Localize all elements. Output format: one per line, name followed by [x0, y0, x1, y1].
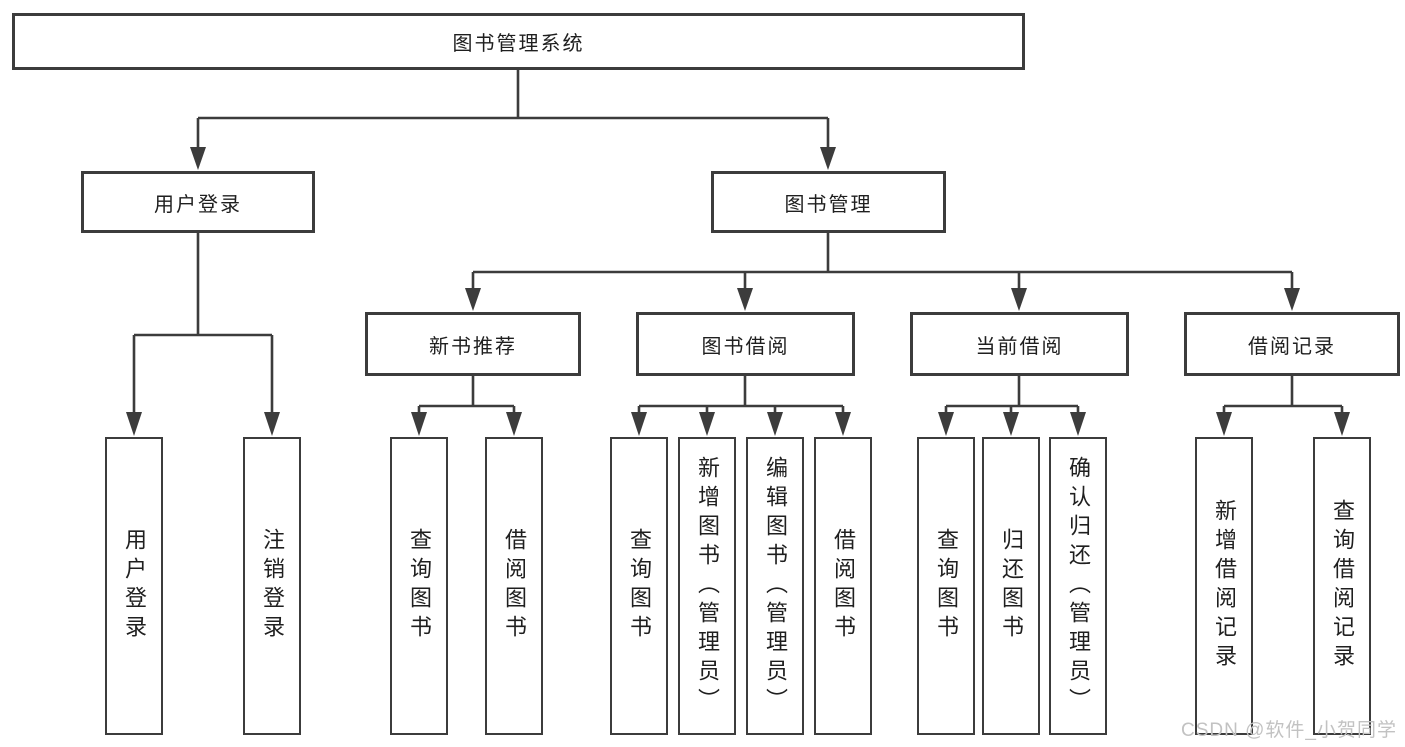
- node-book-borrowing: 图书借阅: [636, 312, 855, 376]
- node-label: 借阅记录: [1248, 335, 1336, 358]
- csdn-watermark: CSDN @软件_小贺同学: [1181, 720, 1397, 741]
- node-label: 图书借阅: [701, 335, 790, 358]
- leaf-label: 新增图书（管理员）: [695, 455, 720, 717]
- leaf-add-book-admin: 新增图书（管理员）: [678, 437, 736, 735]
- arrowhead-icon: [1003, 412, 1019, 436]
- connector-new-book-recommend-leaves: [417, 376, 516, 413]
- leaf-label: 新增借阅记录: [1212, 499, 1237, 673]
- leaf-add-borrow-record: 新增借阅记录: [1195, 437, 1253, 735]
- leaf-label: 查询图书: [627, 528, 652, 644]
- node-user-login: 用户登录: [81, 171, 315, 233]
- arrowhead-icon: [767, 412, 783, 436]
- arrowhead-icon: [699, 412, 715, 436]
- leaf-label: 编辑图书（管理员）: [763, 455, 788, 717]
- node-new-book-recommend: 新书推荐: [365, 312, 581, 376]
- leaf-user-login: 用户登录: [105, 437, 163, 735]
- arrowhead-icon: [126, 412, 142, 436]
- arrowhead-icon: [737, 288, 753, 311]
- leaf-label: 确认归还（管理员）: [1066, 455, 1091, 717]
- arrowhead-icon: [1011, 288, 1027, 311]
- leaf-label: 归还图书: [999, 528, 1024, 644]
- leaf-query-books-current: 查询图书: [917, 437, 975, 735]
- arrowhead-icon: [631, 412, 647, 436]
- node-label: 用户登录: [154, 193, 242, 216]
- leaf-label: 查询图书: [934, 528, 959, 644]
- node-label: 图书管理系统: [452, 33, 585, 55]
- node-label: 图书管理: [784, 193, 873, 216]
- node-label: 当前借阅: [975, 335, 1064, 358]
- leaf-label: 借阅图书: [502, 528, 527, 644]
- connector-borrowing-records-leaves: [1222, 376, 1344, 413]
- arrowhead-icon: [938, 412, 954, 436]
- arrowhead-icon: [506, 412, 522, 436]
- leaf-label: 借阅图书: [831, 528, 856, 644]
- arrowhead-icon: [264, 412, 280, 436]
- leaf-borrow-books-recommend: 借阅图书: [485, 437, 543, 735]
- node-book-management: 图书管理: [711, 171, 946, 233]
- arrowhead-icon: [1070, 412, 1086, 436]
- arrowhead-icon: [190, 147, 206, 170]
- connector-book-management-branch: [471, 233, 1294, 290]
- leaf-label: 查询借阅记录: [1330, 499, 1355, 673]
- arrowhead-icon: [465, 288, 481, 311]
- arrowhead-icon: [1284, 288, 1300, 311]
- node-current-borrowing: 当前借阅: [910, 312, 1129, 376]
- leaf-query-books-borrow: 查询图书: [610, 437, 668, 735]
- leaf-borrow-books-borrow: 借阅图书: [814, 437, 872, 735]
- connector-user-login-branch: [132, 233, 274, 413]
- leaf-label: 注销登录: [260, 528, 285, 644]
- leaf-query-borrow-record: 查询借阅记录: [1313, 437, 1371, 735]
- connector-root-to-level2: [196, 70, 830, 148]
- arrowhead-icon: [1216, 412, 1232, 436]
- connector-book-borrowing-leaves: [637, 376, 845, 413]
- leaf-query-books-recommend: 查询图书: [390, 437, 448, 735]
- leaf-edit-book-admin: 编辑图书（管理员）: [746, 437, 804, 735]
- leaf-label: 用户登录: [122, 528, 147, 644]
- leaf-logout: 注销登录: [243, 437, 301, 735]
- node-root-system: 图书管理系统: [12, 13, 1025, 70]
- node-label: 新书推荐: [429, 335, 517, 358]
- leaf-label: 查询图书: [407, 528, 432, 644]
- connector-current-borrowing-leaves: [944, 376, 1080, 413]
- arrowhead-icon: [411, 412, 427, 436]
- arrowhead-icon: [835, 412, 851, 436]
- arrowhead-icon: [1334, 412, 1350, 436]
- node-borrowing-records: 借阅记录: [1184, 312, 1400, 376]
- arrowhead-icon: [820, 147, 836, 170]
- leaf-confirm-return-admin: 确认归还（管理员）: [1049, 437, 1107, 735]
- leaf-return-book: 归还图书: [982, 437, 1040, 735]
